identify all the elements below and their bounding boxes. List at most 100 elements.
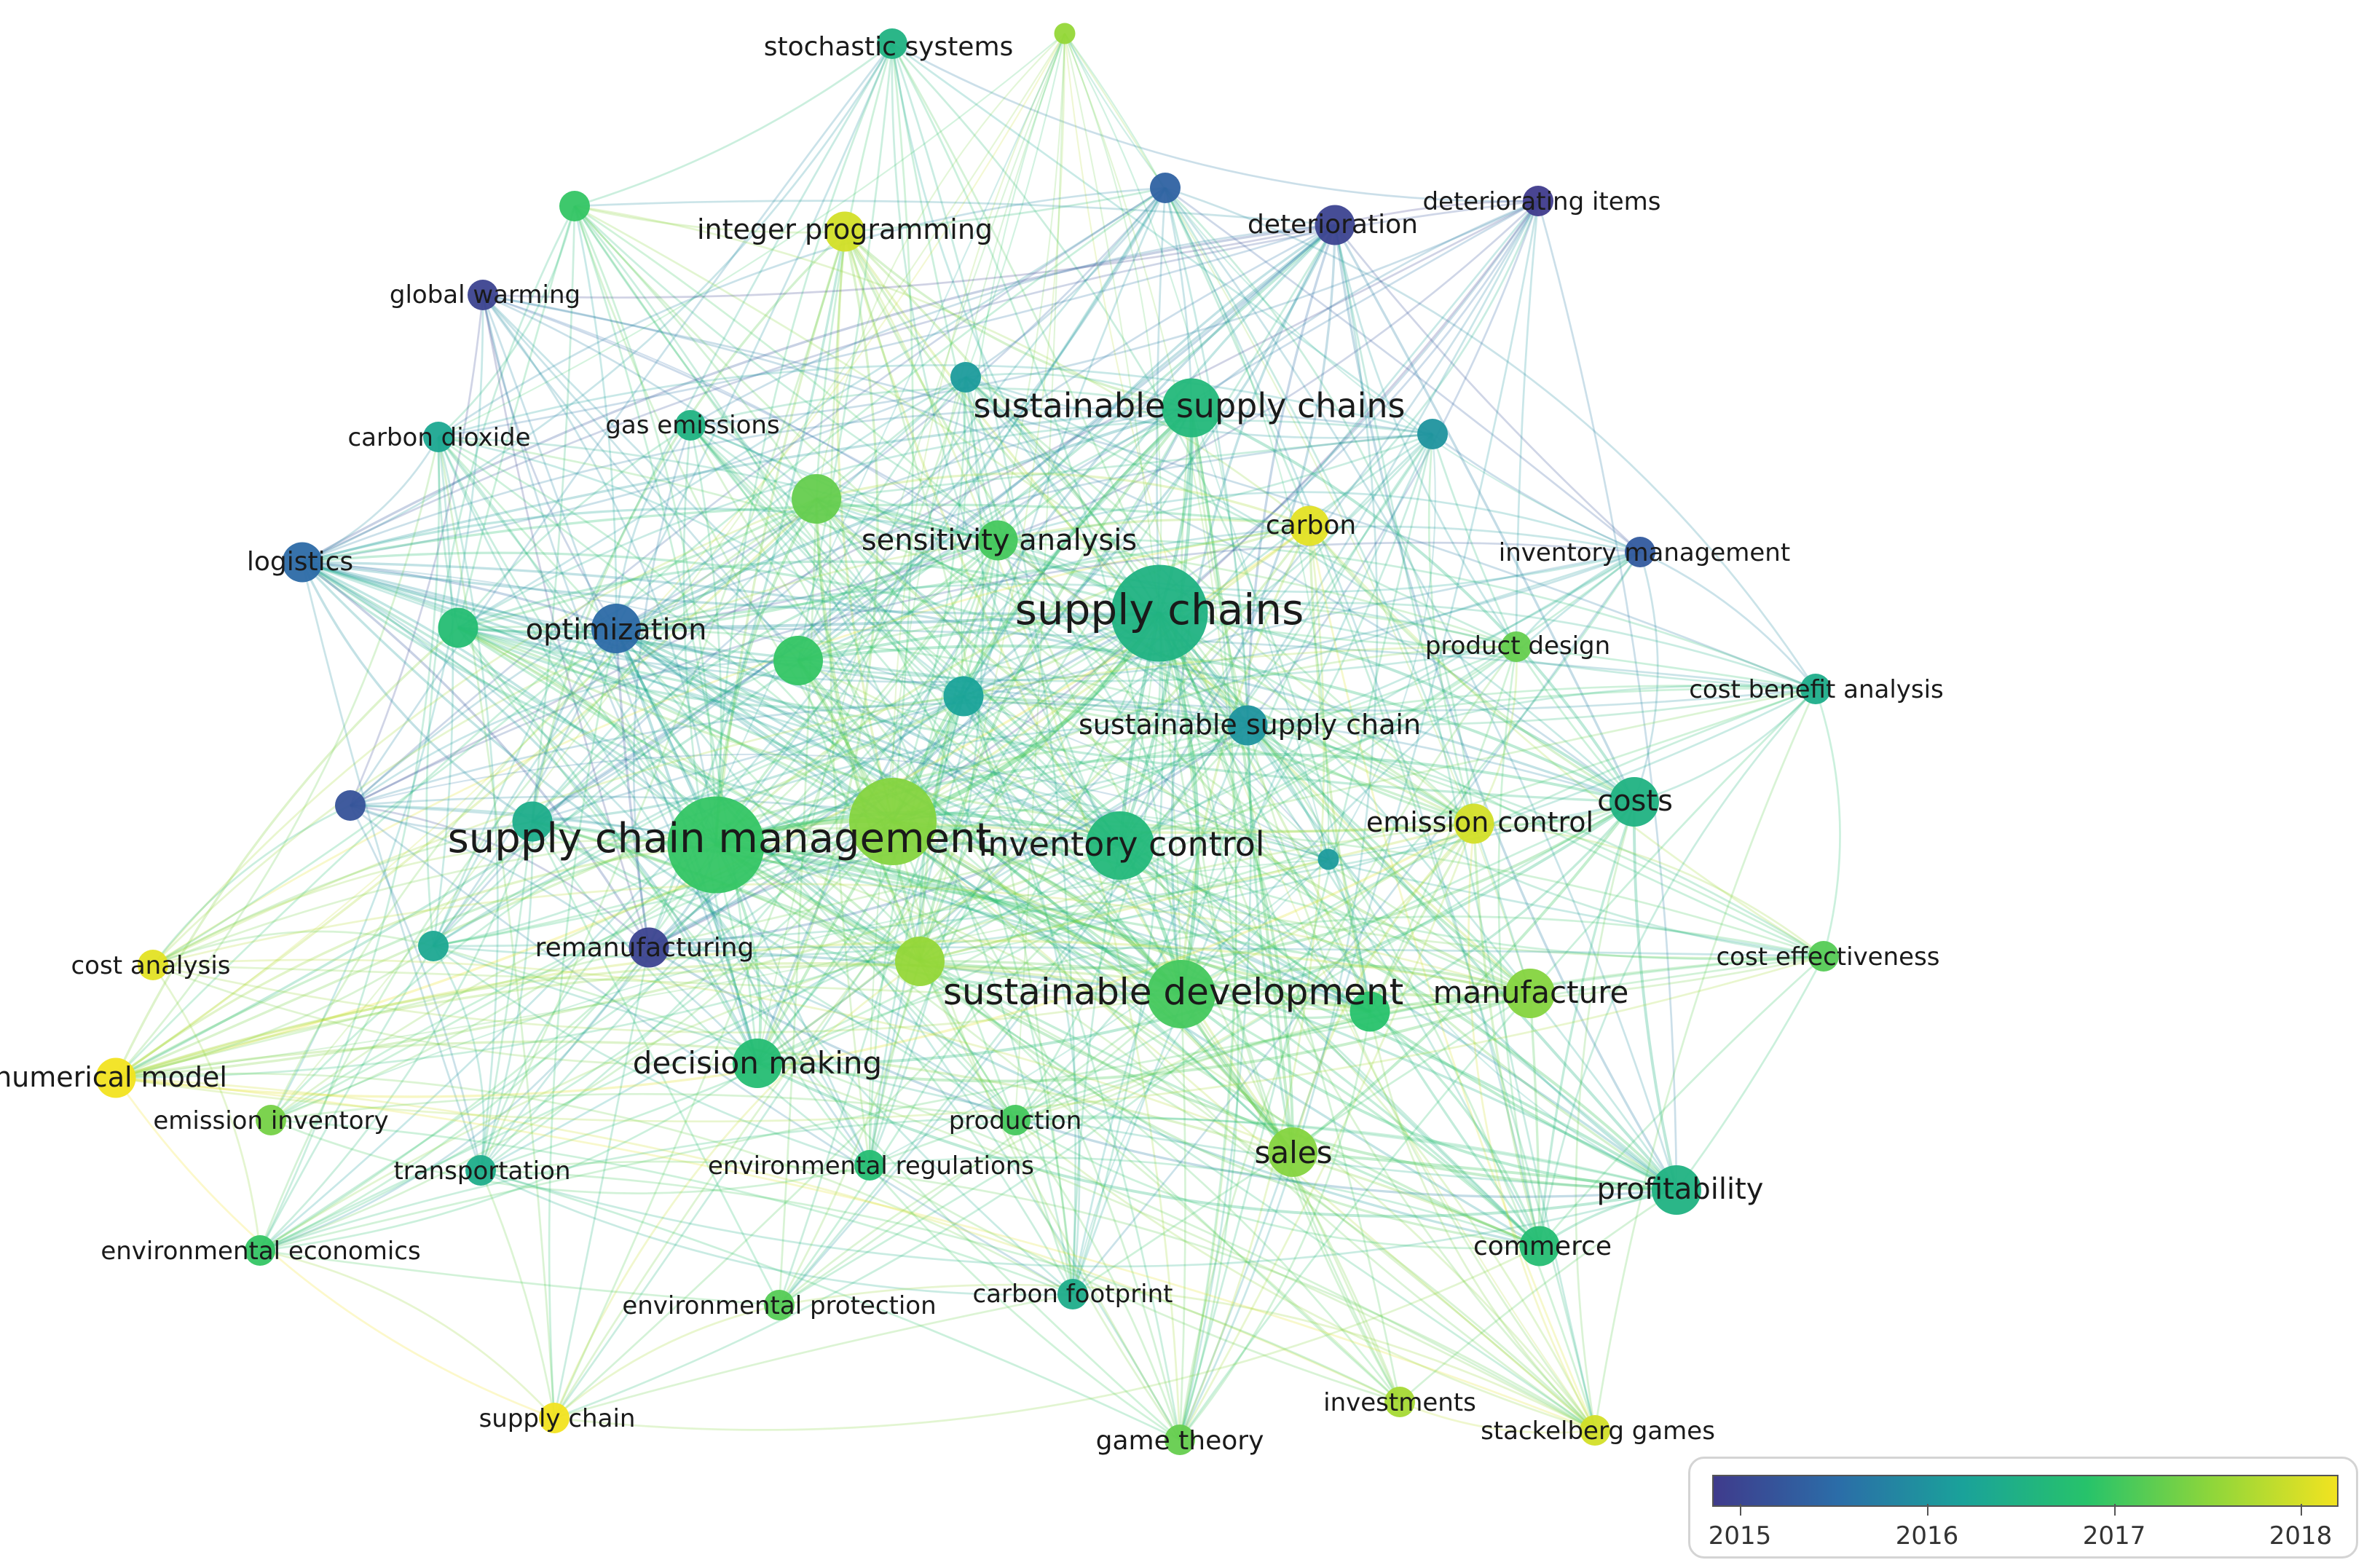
keyword-label-sales: sales xyxy=(1254,1135,1332,1170)
keyword-node-emission-inventory[interactable] xyxy=(256,1105,286,1135)
keyword-node-logistics[interactable] xyxy=(282,542,323,583)
keyword-node-carbon-dioxide[interactable] xyxy=(423,422,454,452)
keyword-node-profitability[interactable] xyxy=(1652,1165,1701,1215)
co-occurrence-link xyxy=(302,561,1596,1432)
keyword-node-top-yellow[interactable] xyxy=(1054,23,1076,44)
keyword-label-sustainable-supply-chain: sustainable supply chain xyxy=(1079,709,1421,741)
co-occurrence-link xyxy=(689,425,894,822)
co-occurrence-link xyxy=(457,626,1635,803)
co-occurrence-link xyxy=(919,822,1475,963)
keyword-node-teal-node-3[interactable] xyxy=(943,676,984,717)
co-occurrence-link xyxy=(1071,725,1249,1295)
keyword-node-game-theory[interactable] xyxy=(1165,1425,1195,1455)
keyword-node-sales[interactable] xyxy=(1268,1127,1317,1177)
co-occurrence-link xyxy=(573,205,618,629)
keyword-node-environmental-regulations[interactable] xyxy=(854,1150,885,1181)
keyword-node-commerce[interactable] xyxy=(1519,1226,1560,1266)
co-occurrence-link xyxy=(997,539,1475,825)
keyword-node-sustainable-development[interactable] xyxy=(1147,960,1215,1028)
keyword-node-teal-node-2[interactable] xyxy=(1417,419,1448,449)
keyword-node-carbon[interactable] xyxy=(1289,505,1330,546)
co-occurrence-link xyxy=(965,376,1635,803)
keyword-node-teal-node-1[interactable] xyxy=(950,362,981,393)
keyword-node-top-blue[interactable] xyxy=(1150,173,1181,203)
keyword-node-cost-benefit-analysis[interactable] xyxy=(1800,674,1831,704)
keyword-node-stochastic-systems[interactable] xyxy=(877,28,907,59)
keyword-node-inventory-management[interactable] xyxy=(1625,537,1655,567)
keyword-label-decision-making: decision making xyxy=(633,1045,882,1081)
co-occurrence-link xyxy=(532,551,1641,823)
co-occurrence-link xyxy=(779,993,1182,1307)
keyword-node-small-teal-5[interactable] xyxy=(1317,848,1339,870)
co-occurrence-link xyxy=(1368,646,1518,1012)
co-occurrence-link xyxy=(438,205,576,438)
keyword-node-remanufacturing[interactable] xyxy=(629,927,669,968)
co-occurrence-link xyxy=(1333,224,1636,803)
co-occurrence-link xyxy=(962,696,1181,1441)
keyword-node-production[interactable] xyxy=(1000,1105,1031,1135)
keyword-node-inventory-control[interactable] xyxy=(1086,811,1154,880)
co-occurrence-link xyxy=(891,43,999,541)
keyword-node-integer-programming[interactable] xyxy=(824,211,865,252)
keyword-node-yellow-green-node[interactable] xyxy=(895,937,945,986)
keyword-node-stackelberg-games[interactable] xyxy=(1580,1415,1610,1446)
keyword-node-global-warming[interactable] xyxy=(468,280,498,310)
keyword-node-carbon-footprint[interactable] xyxy=(1057,1279,1088,1309)
co-occurrence-link xyxy=(482,293,1635,803)
keyword-node-deteriorating-items[interactable] xyxy=(1523,186,1553,216)
co-occurrence-link xyxy=(457,497,817,629)
keyword-node-product-design[interactable] xyxy=(1501,631,1532,662)
keyword-node-emission-control[interactable] xyxy=(1454,803,1494,844)
keyword-node-green-node-3[interactable] xyxy=(773,636,823,685)
keyword-node-big-green-1[interactable] xyxy=(792,474,841,524)
keyword-node-manufacture[interactable] xyxy=(1505,969,1555,1018)
keyword-node-optimization[interactable] xyxy=(591,604,641,653)
keyword-node-sensitivity-analysis[interactable] xyxy=(977,520,1018,561)
co-occurrence-link xyxy=(482,294,1329,860)
co-occurrence-link xyxy=(152,627,617,966)
co-occurrence-link xyxy=(432,628,618,947)
keyword-node-cost-analysis[interactable] xyxy=(138,950,168,980)
co-occurrence-link xyxy=(433,820,894,948)
keyword-node-cost-effectiveness[interactable] xyxy=(1808,941,1839,972)
keyword-node-investments[interactable] xyxy=(1384,1387,1415,1417)
keyword-node-top-green[interactable] xyxy=(559,191,590,221)
keyword-node-green-node-2[interactable] xyxy=(438,607,478,648)
co-occurrence-link xyxy=(302,561,650,948)
legend-label-2017: 2017 xyxy=(2082,1521,2146,1551)
co-occurrence-link xyxy=(438,364,1433,438)
co-occurrence-link xyxy=(481,294,759,1064)
co-occurrence-link xyxy=(1178,407,1237,1441)
keyword-node-sustainable-supply-chain[interactable] xyxy=(1227,705,1268,746)
keyword-node-costs[interactable] xyxy=(1609,777,1659,827)
keyword-node-teal-node-6[interactable] xyxy=(418,931,449,961)
keyword-node-sustainable-supply-chains[interactable] xyxy=(1162,378,1221,438)
co-occurrence-link xyxy=(1158,612,1532,995)
keyword-node-supply-chain[interactable] xyxy=(539,1403,570,1433)
co-occurrence-link xyxy=(1191,200,1539,409)
co-occurrence-link xyxy=(964,377,1541,1247)
keyword-node-environmental-economics[interactable] xyxy=(245,1235,275,1266)
keyword-node-environmental-protection[interactable] xyxy=(764,1290,795,1320)
keyword-node-gas-emissions[interactable] xyxy=(675,410,706,441)
co-occurrence-link xyxy=(574,205,998,541)
co-occurrence-link xyxy=(1178,993,1186,1441)
keyword-node-green-node-4[interactable] xyxy=(1349,991,1390,1032)
keyword-node-decision-making[interactable] xyxy=(733,1039,782,1088)
keyword-label-stochastic-systems: stochastic systems xyxy=(764,32,1014,62)
keyword-node-teal-node-4[interactable] xyxy=(512,801,553,842)
co-occurrence-link xyxy=(714,231,846,846)
keyword-node-supply-chains[interactable] xyxy=(1111,564,1208,662)
keyword-node-numerical-model[interactable] xyxy=(95,1057,136,1098)
co-occurrence-link xyxy=(259,945,435,1251)
co-occurrence-link xyxy=(797,187,1167,661)
keyword-node-deterioration[interactable] xyxy=(1315,205,1355,245)
keyword-node-transportation[interactable] xyxy=(465,1155,496,1186)
co-occurrence-link xyxy=(844,186,1166,233)
co-occurrence-link xyxy=(779,800,1635,1307)
co-occurrence-link xyxy=(270,858,1329,1121)
keyword-node-supply-chain-management[interactable] xyxy=(667,796,765,894)
keyword-node-big-green-2[interactable] xyxy=(849,778,937,865)
co-occurrence-link xyxy=(433,800,1635,948)
keyword-node-purple-node-1[interactable] xyxy=(335,790,366,821)
